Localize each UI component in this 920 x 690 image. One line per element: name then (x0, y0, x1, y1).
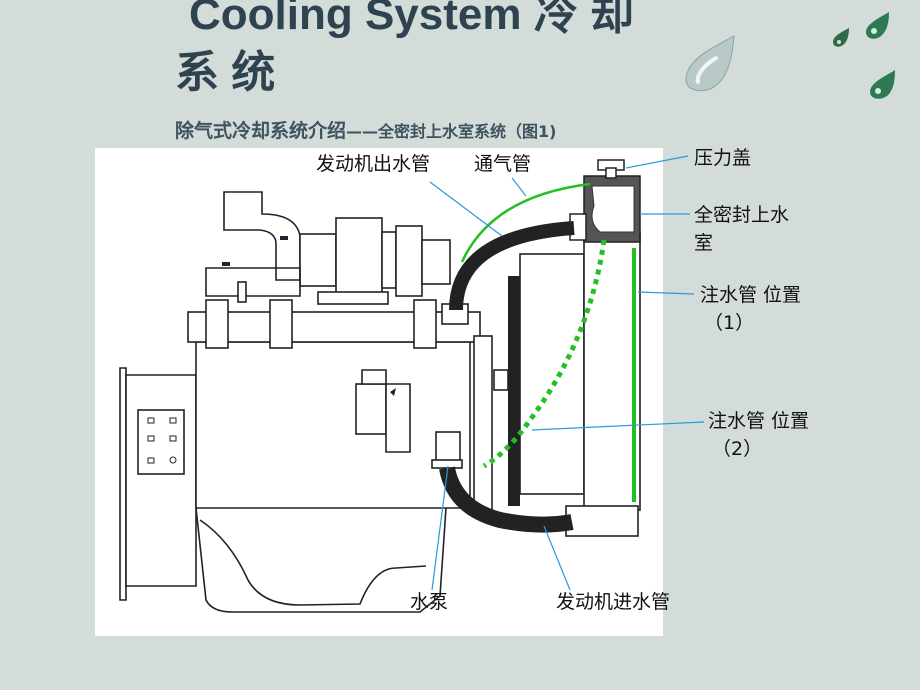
label-pressure-cap: 压力盖 (694, 147, 752, 169)
oil-pan (195, 507, 447, 613)
title-line-1: Cooling System 冷 却 (189, 0, 634, 39)
label-vent-pipe: 通气管 (474, 153, 532, 175)
subtitle-main: 除气式冷却系统介绍 (175, 120, 347, 142)
slide-subtitle: 除气式冷却系统介绍——全密封上水室系统（图1) (175, 116, 556, 143)
label-water-pump: 水泵 (410, 591, 449, 613)
label-engine-outlet: 发动机出水管 (316, 153, 431, 175)
fill-pipe-position-2 (482, 239, 607, 469)
title-line-2: 系 统 (175, 48, 276, 97)
turbo-housing (299, 233, 337, 287)
label-engine-inlet: 发动机进水管 (556, 591, 671, 613)
flywheel-housing (119, 367, 127, 601)
subtitle-dash: —— (346, 122, 379, 141)
slide-title: Cooling System 冷 却 系 统 (175, 0, 775, 102)
label-fill-pipe-1-num: （1） (704, 312, 755, 334)
water-drop-large-icon (685, 35, 735, 92)
label-sealed-tank-2: 室 (694, 232, 714, 254)
water-drop-green-icon-2 (870, 70, 895, 99)
label-fill-pipe-1: 注水管 位置 (700, 284, 802, 306)
connector-plate (137, 409, 185, 475)
subtitle-detail: 全密封上水室系统（图1) (378, 122, 557, 141)
intake-elbow (223, 191, 301, 281)
water-drop-green-icon (866, 12, 889, 39)
engine-block (195, 341, 471, 509)
label-sealed-tank-1: 全密封上水 (694, 204, 790, 226)
engine-outlet-hose (449, 221, 575, 311)
sealed-top-tank (569, 175, 641, 243)
engine-inlet-hose (439, 466, 574, 533)
label-fill-pipe-2-num: （2） (712, 438, 763, 460)
fuel-filter (355, 383, 387, 435)
fan-pulley (473, 335, 493, 517)
label-fill-pipe-2: 注水管 位置 (708, 410, 810, 432)
water-drop-small-icon (833, 28, 849, 47)
radiator-core (519, 253, 585, 495)
cooling-fan (508, 276, 520, 506)
flywheel-housing-body (125, 374, 197, 587)
vent-pipe (460, 182, 591, 263)
